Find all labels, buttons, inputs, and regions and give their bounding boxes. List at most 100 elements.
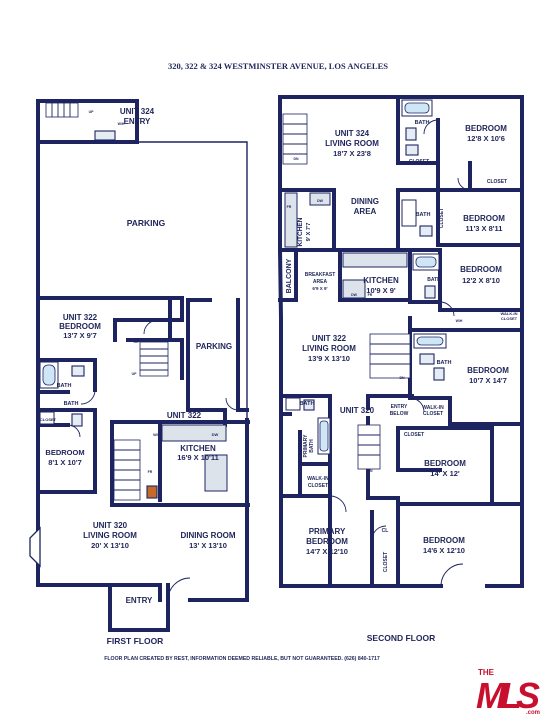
svg-text:10'7 X 14'7: 10'7 X 14'7 [469,376,507,385]
sf-outer-walls [278,95,524,588]
svg-text:BATH: BATH [415,120,430,126]
svg-text:CLOSET: CLOSET [487,179,507,185]
ff-stair-324 [45,102,79,118]
svg-text:BATH: BATH [57,383,72,389]
mls-logo-prefix: THE [478,668,495,677]
svg-text:16'9 X 10'11: 16'9 X 10'11 [177,453,219,462]
svg-text:BELOW: BELOW [390,411,409,417]
svg-text:AREA: AREA [354,207,377,216]
first-floor: UP W/H UP CL UP W/D DW FR UNIT 324 ENTRY… [29,99,250,646]
svg-text:BATH: BATH [309,439,315,453]
svg-text:6'9 X 9': 6'9 X 9' [312,286,327,291]
svg-text:10'9 X 9': 10'9 X 9' [366,286,396,295]
svg-text:DINING ROOM: DINING ROOM [180,531,235,540]
ff-stair-322 [139,341,169,377]
ff-parking-top-label: PARKING [127,218,166,228]
svg-text:8'1 X 10'7: 8'1 X 10'7 [48,458,82,467]
svg-text:WALK-IN: WALK-IN [307,476,329,482]
svg-text:BATH: BATH [427,277,441,283]
svg-text:BEDROOM: BEDROOM [463,214,505,223]
svg-text:FR: FR [287,205,292,209]
svg-text:DW: DW [317,199,324,203]
svg-text:ENTRY: ENTRY [391,404,408,410]
second-floor-label: SECOND FLOOR [367,633,435,643]
svg-text:DN: DN [293,157,299,161]
svg-text:12'2 X 8'10: 12'2 X 8'10 [462,276,500,285]
svg-text:11'3 X 8'11: 11'3 X 8'11 [466,224,503,233]
svg-text:UNIT 320: UNIT 320 [340,406,375,415]
svg-text:BEDROOM: BEDROOM [465,124,507,133]
svg-text:CLOSET: CLOSET [439,208,445,228]
second-floor: DN DN DN FR DW DW FR W/H UNIT 324 LIVING… [278,95,524,643]
svg-text:AREA: AREA [313,279,328,285]
svg-text:ENTRY: ENTRY [126,596,153,605]
svg-text:BEDROOM: BEDROOM [467,366,509,375]
svg-text:13' X 13'10: 13' X 13'10 [189,541,227,550]
sf-stair-320 [357,424,381,470]
svg-text:UNIT 322: UNIT 322 [63,313,98,322]
svg-text:DW: DW [212,432,219,437]
svg-text:BEDROOM: BEDROOM [423,536,465,545]
svg-text:BEDROOM: BEDROOM [424,459,466,468]
svg-text:LIVING ROOM: LIVING ROOM [83,531,137,540]
svg-text:9' X 7'7: 9' X 7'7 [306,223,312,242]
svg-text:14' X 12': 14' X 12' [430,469,460,478]
svg-text:W/D: W/D [153,432,161,437]
svg-text:BEDROOM: BEDROOM [59,322,101,331]
svg-text:CLOSET: CLOSET [501,316,518,321]
svg-text:UP: UP [127,504,133,508]
svg-text:CLOSET: CLOSET [383,552,389,572]
plan-title: 320, 322 & 324 WESTMINSTER AVENUE, LOS A… [168,61,388,71]
svg-text:UNIT 320: UNIT 320 [93,521,128,530]
svg-text:14'6 X 12'10: 14'6 X 12'10 [423,546,465,555]
svg-text:UP: UP [132,372,138,376]
svg-text:FR: FR [368,293,373,297]
mls-logo: THE MLS .com [474,664,552,716]
first-floor-label: FIRST FLOOR [107,636,164,646]
svg-text:CLOSET: CLOSET [404,432,424,438]
svg-text:CLOSET: CLOSET [40,417,57,422]
svg-text:DN: DN [399,376,405,380]
svg-text:UNIT 322: UNIT 322 [312,334,347,343]
svg-text:DINING: DINING [351,197,379,206]
sf-stair-322 [369,333,411,379]
ff-entry-box [108,583,170,632]
svg-text:CLOSET: CLOSET [423,411,443,417]
ff-unit324-entry-label: UNIT 324 [120,107,155,116]
svg-text:W/H: W/H [456,319,463,323]
svg-text:UNIT 322: UNIT 322 [167,411,202,420]
ff-parking-right-label: PARKING [196,342,232,351]
svg-text:PRIMARY: PRIMARY [309,527,346,536]
svg-text:18'7 X 23'8: 18'7 X 23'8 [333,149,371,158]
disclaimer: FLOOR PLAN CREATED BY REST, INFORMATION … [104,656,380,662]
svg-text:20' X 13'10: 20' X 13'10 [91,541,129,550]
svg-text:UP: UP [89,110,95,114]
svg-text:FR: FR [148,470,153,474]
svg-text:BATH: BATH [437,360,452,366]
svg-text:BEDROOM: BEDROOM [460,265,502,274]
svg-text:CL: CL [382,528,389,534]
svg-text:13'7 X 9'7: 13'7 X 9'7 [63,331,97,340]
svg-text:BATH: BATH [416,212,431,218]
svg-text:UNIT 324: UNIT 324 [335,129,370,138]
svg-text:BATH: BATH [64,401,79,407]
svg-text:12'8 X 10'6: 12'8 X 10'6 [467,134,505,143]
mls-logo-suffix: .com [526,710,540,716]
svg-text:DW: DW [351,293,358,297]
svg-text:LIVING ROOM: LIVING ROOM [302,344,356,353]
svg-text:DN: DN [367,469,373,473]
svg-text:13'9 X 13'10: 13'9 X 13'10 [308,354,350,363]
svg-text:BALCONY: BALCONY [286,258,293,293]
svg-text:LIVING ROOM: LIVING ROOM [325,139,379,148]
svg-text:KITCHEN: KITCHEN [180,444,216,453]
svg-text:WALK-IN: WALK-IN [500,311,517,316]
svg-text:CLOSET: CLOSET [409,159,429,165]
svg-text:14'7 X 12'10: 14'7 X 12'10 [306,547,348,556]
svg-text:WALK-IN: WALK-IN [422,405,444,411]
mls-logo-text: MLS [476,675,540,716]
svg-text:CL: CL [133,339,139,344]
svg-text:BEDROOM: BEDROOM [45,448,84,457]
svg-text:BEDROOM: BEDROOM [306,537,348,546]
svg-text:W/H: W/H [118,122,125,126]
